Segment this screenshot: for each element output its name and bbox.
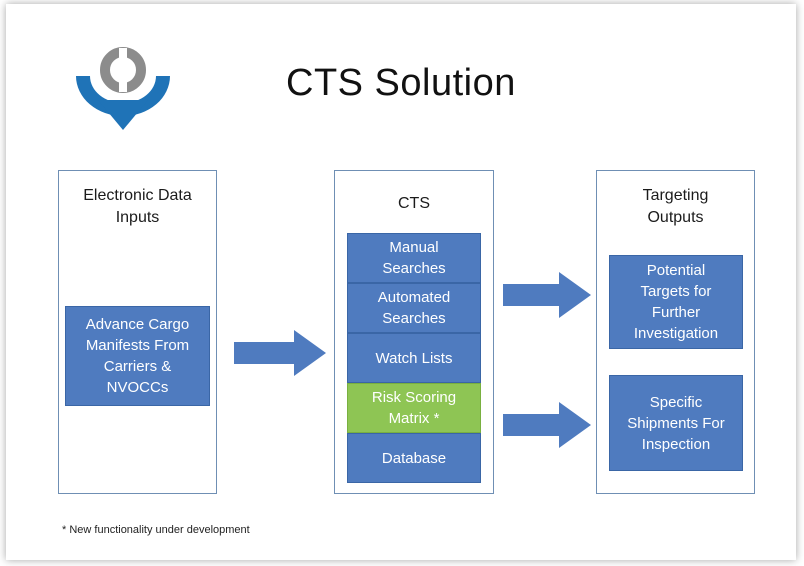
- specific-shipments-box: Specific Shipments For Inspection: [609, 375, 743, 471]
- arrow-right-icon: [503, 272, 591, 318]
- panel-title: Targeting Outputs: [642, 187, 709, 226]
- slide: CTS Solution Electronic Data Inputs Adva…: [6, 4, 796, 560]
- risk-scoring-matrix-box: Risk Scoring Matrix *: [347, 383, 481, 433]
- panel-title: CTS: [398, 195, 430, 212]
- database-box: Database: [347, 433, 481, 483]
- electronic-data-inputs-panel: Electronic Data Inputs Advance Cargo Man…: [58, 170, 217, 494]
- arrow-right-icon: [503, 402, 591, 448]
- potential-targets-box: Potential Targets for Further Investigat…: [609, 255, 743, 349]
- cts-panel: CTS Manual Searches Automated Searches W…: [334, 170, 494, 494]
- panel-title: Electronic Data Inputs: [83, 187, 192, 226]
- arrow-right-icon: [234, 330, 326, 376]
- manual-searches-box: Manual Searches: [347, 233, 481, 283]
- targeting-outputs-panel: Targeting Outputs Potential Targets for …: [596, 170, 755, 494]
- advance-cargo-manifests-box: Advance Cargo Manifests From Carriers & …: [65, 306, 210, 406]
- footnote: * New functionality under development: [62, 524, 250, 536]
- slide-title: CTS Solution: [286, 62, 516, 104]
- watch-lists-box: Watch Lists: [347, 333, 481, 383]
- wco-logo-icon: [76, 47, 170, 130]
- automated-searches-box: Automated Searches: [347, 283, 481, 333]
